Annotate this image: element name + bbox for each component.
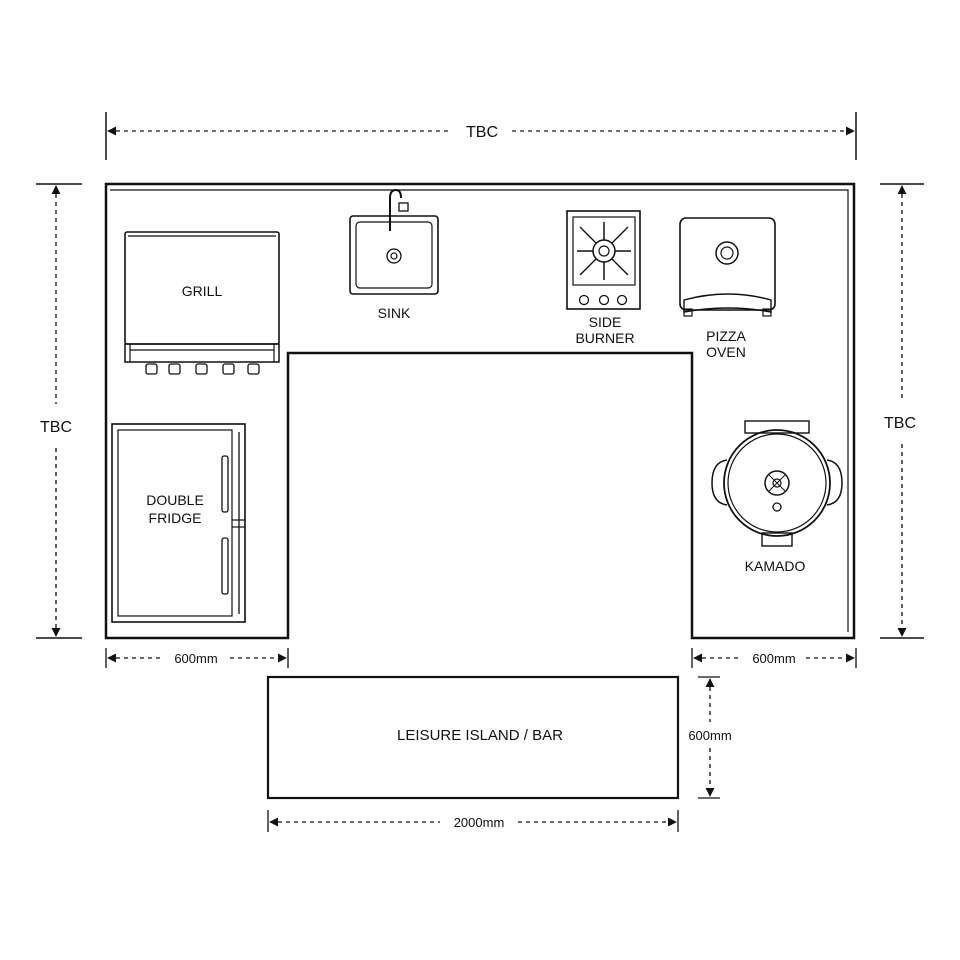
right-return-dimension: 600mm (691, 648, 857, 668)
side-burner-label-line2: BURNER (575, 330, 634, 346)
burner-grate-icon (577, 222, 631, 280)
grill-knobs (145, 363, 260, 375)
countertop-outline (104, 182, 856, 640)
top-width-label: TBC (466, 124, 498, 141)
left-return-dimension: 600mm (105, 648, 289, 668)
top-width-dimension: TBC (105, 112, 857, 160)
grill-label: GRILL (182, 283, 223, 299)
left-height-dimension: TBC (36, 183, 82, 639)
island-width-label: 2000mm (454, 815, 505, 830)
right-return-label: 600mm (752, 651, 795, 666)
side-burner: SIDE BURNER (566, 210, 641, 346)
right-height-label: TBC (884, 415, 916, 432)
island-depth-dimension: 600mm (688, 676, 732, 799)
island-width-dimension: 2000mm (267, 810, 679, 832)
side-burner-label-line1: SIDE (589, 314, 622, 330)
left-height-label: TBC (40, 419, 72, 436)
island-depth-label: 600mm (688, 728, 731, 743)
leisure-island-label: LEISURE ISLAND / BAR (397, 727, 563, 744)
pizza-oven-label-line1: PIZZA (706, 328, 746, 344)
grill: GRILL (124, 231, 280, 375)
left-return-label: 600mm (174, 651, 217, 666)
pizza-oven-label-line2: OVEN (706, 344, 746, 360)
pizza-oven: PIZZA OVEN (679, 217, 776, 360)
sink: SINK (349, 188, 439, 321)
kamado-label: KAMADO (745, 558, 806, 574)
leisure-island: LEISURE ISLAND / BAR (266, 675, 680, 800)
double-fridge-label-line1: DOUBLE (146, 492, 204, 508)
double-fridge: DOUBLE FRIDGE (111, 423, 246, 623)
sink-label: SINK (378, 305, 411, 321)
double-fridge-label-line2: FRIDGE (149, 510, 202, 526)
right-height-dimension: TBC (880, 183, 924, 639)
faucet-icon (389, 188, 409, 231)
kamado: KAMADO (711, 420, 843, 574)
